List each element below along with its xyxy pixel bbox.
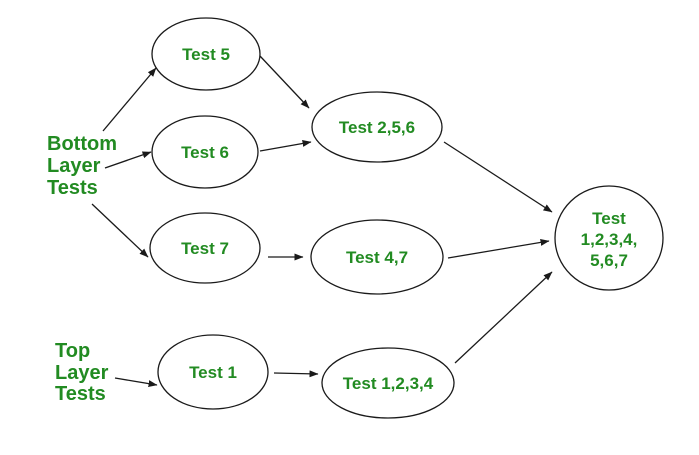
arrow-test1234-to-final [454, 271, 553, 364]
node-test7-ellipse [149, 212, 261, 284]
node-test256-label: Test 2,5,6 [339, 118, 415, 137]
node-test1-ellipse [157, 334, 269, 410]
node-test5-label: Test 5 [182, 45, 230, 64]
arrow-bottom-layer-to-test7 [91, 203, 149, 258]
arrow-test1-to-test1234 [273, 370, 319, 378]
node-test5-ellipse [151, 17, 261, 91]
node-final-label-line2: 1,2,3,4, [581, 230, 638, 249]
node-test1234-label: Test 1,2,3,4 [343, 374, 434, 393]
node-final-label-line3: 5,6,7 [590, 251, 628, 270]
node-test7-label: Test 7 [181, 239, 229, 258]
arrow-top-layer-to-test1 [114, 377, 158, 388]
arrow-test5-to-test256 [259, 55, 310, 109]
top-layer-label-line2: Layer [55, 362, 109, 384]
node-test1234-ellipse [321, 347, 455, 419]
arrow-test6-to-test256 [259, 140, 312, 152]
arrow-test47-to-final [447, 238, 550, 259]
bottom-layer-label-line1: Bottom [47, 133, 117, 155]
node-final-label-line1: Test [592, 209, 626, 228]
bottom-layer-label-line2: Layer [47, 155, 101, 177]
node-test47-label: Test 4,7 [346, 248, 408, 267]
arrow-test256-to-final [443, 141, 553, 213]
node-test256-ellipse [311, 91, 443, 163]
node-test1-label: Test 1 [189, 363, 237, 382]
arrow-bottom-layer-to-test5 [102, 67, 157, 132]
top-layer-label-line3: Tests [55, 383, 106, 405]
top-layer-label-line1: Top [55, 340, 90, 362]
node-test6-ellipse [151, 115, 259, 189]
node-final-circle [554, 185, 664, 291]
node-test47-ellipse [310, 219, 444, 295]
node-test6-label: Test 6 [181, 143, 229, 162]
bottom-layer-label-line3: Tests [47, 177, 98, 199]
arrow-bottom-layer-to-test6 [104, 151, 152, 169]
